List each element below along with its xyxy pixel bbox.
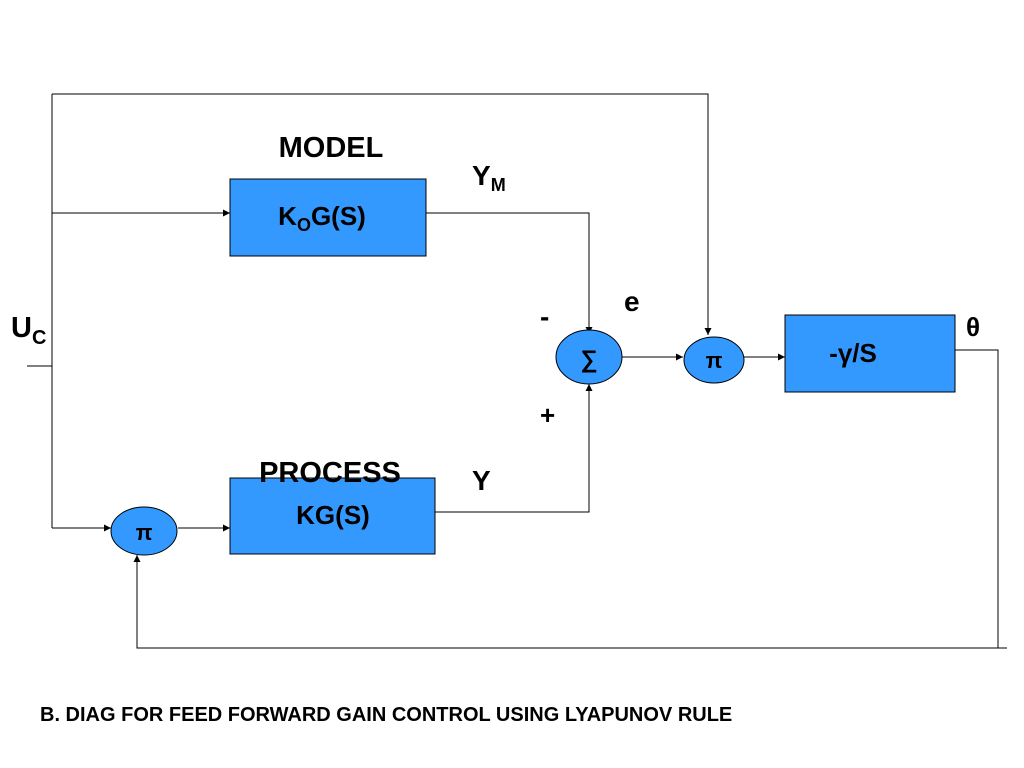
y-label: Y (472, 465, 491, 496)
gain-block-label: -γ/S (829, 338, 877, 368)
summing-junction: ∑ (555, 329, 623, 385)
process-block-label: KG(S) (296, 500, 370, 530)
signal-wires (27, 93, 1007, 649)
process-heading: PROCESS (259, 457, 401, 489)
gain-block: -γ/S (784, 314, 956, 393)
diagram-caption: B. DIAG FOR FEED FORWARD GAIN CONTROL US… (40, 704, 732, 726)
top-multiplier: π (683, 336, 745, 384)
sum-symbol: ∑ (580, 346, 597, 373)
bottom-multiplier-symbol: π (136, 520, 153, 545)
ym-label: YM (472, 160, 506, 195)
theta-label: θ (966, 312, 980, 342)
bottom-multiplier: π (110, 506, 178, 556)
plus-sign: + (540, 400, 555, 430)
top-multiplier-symbol: π (706, 348, 723, 373)
model-heading: MODEL (279, 132, 384, 164)
uc-label: UC (11, 312, 46, 349)
ym-line (426, 212, 593, 334)
uc-feedforward-line (52, 93, 712, 335)
y-line (435, 384, 593, 513)
model-block: KOG(S) (229, 178, 427, 257)
error-label: e (624, 286, 640, 317)
minus-sign: - (540, 301, 549, 332)
process-block: KG(S) (229, 477, 436, 555)
model-block-label: KOG(S) (278, 201, 366, 235)
